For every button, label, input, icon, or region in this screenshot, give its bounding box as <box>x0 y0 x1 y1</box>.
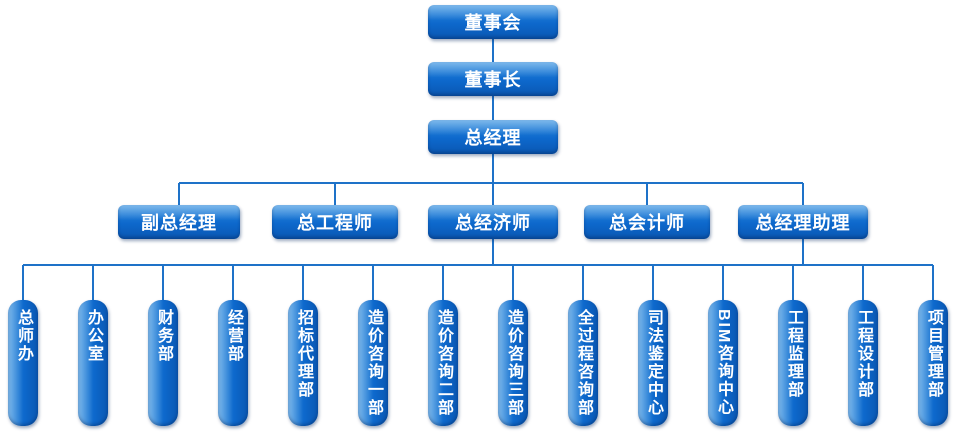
node-label: 项目管理部 <box>925 309 942 399</box>
node-label: 财务部 <box>155 309 172 363</box>
node-dept-finance: 财务部 <box>148 300 178 426</box>
node-chief-accountant: 总会计师 <box>584 205 710 239</box>
node-dept-bim-consulting-center: BIM咨询中心 <box>708 300 738 426</box>
node-board-of-directors: 董事会 <box>428 5 558 39</box>
node-dept-project-management: 项目管理部 <box>918 300 948 426</box>
node-label: 办公室 <box>85 309 102 363</box>
node-label: 总师办 <box>15 309 32 363</box>
node-label: BIM咨询中心 <box>715 309 732 417</box>
node-label: 总工程师 <box>297 213 373 233</box>
node-label: 全过程咨询部 <box>575 309 592 417</box>
node-label: 工程监理部 <box>785 309 802 399</box>
node-label: 董事会 <box>464 13 522 33</box>
node-dept-engineering-design: 工程设计部 <box>848 300 878 426</box>
node-label: 副总经理 <box>141 213 217 233</box>
node-chairman: 董事长 <box>428 62 558 96</box>
node-chief-engineer: 总工程师 <box>272 205 398 239</box>
node-dept-general-office: 办公室 <box>78 300 108 426</box>
node-dept-whole-process-consulting: 全过程咨询部 <box>568 300 598 426</box>
node-label: 造价咨询二部 <box>435 309 452 417</box>
node-dept-judicial-appraisal-center: 司法鉴定中心 <box>638 300 668 426</box>
node-dept-engineering-supervision: 工程监理部 <box>778 300 808 426</box>
node-label: 造价咨询三部 <box>505 309 522 417</box>
node-dept-bidding-agency: 招标代理部 <box>288 300 318 426</box>
node-deputy-general-manager: 副总经理 <box>118 205 240 239</box>
node-label: 总经理助理 <box>755 213 851 233</box>
node-label: 总经济师 <box>455 213 531 233</box>
node-label: 工程设计部 <box>855 309 872 399</box>
node-dept-cost-consulting-1: 造价咨询一部 <box>358 300 388 426</box>
node-label: 董事长 <box>464 70 522 90</box>
node-chief-economist: 总经济师 <box>428 205 558 239</box>
node-label: 招标代理部 <box>295 309 312 399</box>
node-dept-operations: 经营部 <box>218 300 248 426</box>
node-gm-assistant: 总经理助理 <box>738 205 868 239</box>
node-dept-cost-consulting-2: 造价咨询二部 <box>428 300 458 426</box>
node-label: 总会计师 <box>609 213 685 233</box>
node-label: 造价咨询一部 <box>365 309 382 417</box>
node-label: 经营部 <box>225 309 242 363</box>
node-label: 总经理 <box>464 128 522 148</box>
node-general-manager: 总经理 <box>428 120 558 154</box>
node-dept-cost-consulting-3: 造价咨询三部 <box>498 300 528 426</box>
node-dept-chief-engineer-office: 总师办 <box>8 300 38 426</box>
node-label: 司法鉴定中心 <box>645 309 662 417</box>
